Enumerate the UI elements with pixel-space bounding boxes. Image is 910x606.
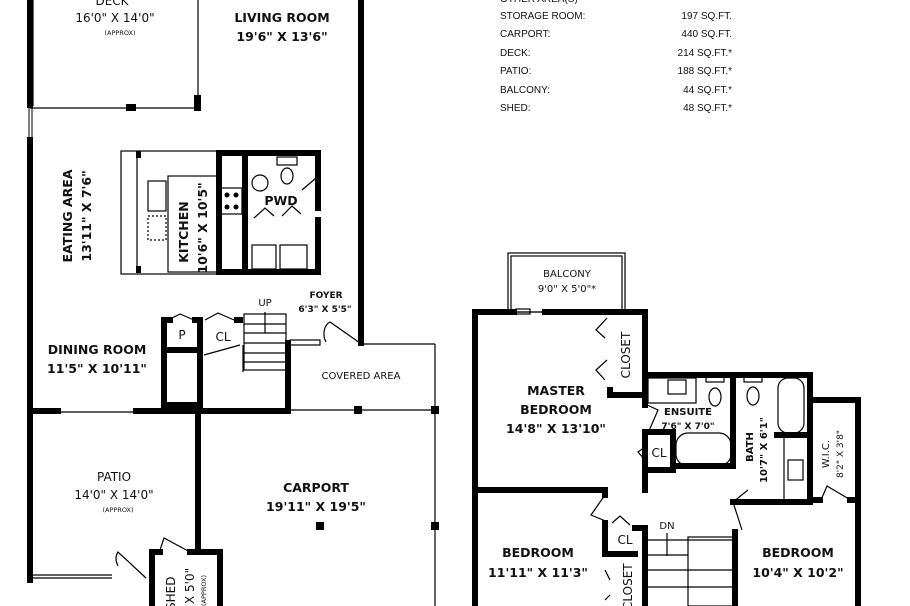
area-row: PATIO:188 SQ.FT.*: [500, 66, 732, 78]
area-row: SHED:48 SQ.FT.*: [500, 102, 732, 114]
deck-size: 16'0" X 14'0": [75, 11, 154, 25]
ensuite-size: 7'6" X 7'0": [661, 422, 714, 432]
living-room-label: LIVING ROOM: [234, 10, 329, 25]
eating-area-label: EATING AREA: [60, 169, 75, 262]
ensuite-closet-label: CL: [651, 446, 666, 460]
deck-note: (APPROX): [104, 29, 135, 37]
bath-label: BATH: [745, 432, 756, 462]
living-room-size: 19'6" X 13'6": [236, 29, 327, 44]
shed-label: SHED: [164, 577, 178, 606]
closet-label: CL: [215, 330, 230, 344]
area-table-header: OTHER AREA(S): [500, 0, 732, 8]
carport-size: 19'11" X 19'5": [266, 499, 366, 514]
area-row: CARPORT:440 SQ.FT.: [500, 29, 732, 41]
bedroom-left-closet-label: CLOSET: [621, 563, 635, 606]
bedroom-right-size: 10'4" X 10'2": [752, 565, 843, 580]
covered-area-label: COVERED AREA: [322, 371, 401, 382]
foyer-label: FOYER: [309, 291, 342, 301]
master-bedroom-label-2: BEDROOM: [520, 402, 592, 417]
balcony-label: BALCONY: [543, 269, 592, 280]
shed-size: X 5'0": [183, 568, 197, 604]
shed-note: (APPROX): [200, 575, 208, 606]
area-row: DECK:214 SQ.FT.*: [500, 47, 732, 59]
pantry-label: P: [178, 328, 185, 342]
area-row: BALCONY:44 SQ.FT.*: [500, 84, 732, 96]
wic-label: W.I.C.: [821, 440, 832, 468]
kitchen-label: KITCHEN: [176, 201, 191, 263]
area-row: STORAGE ROOM:197 SQ.FT.: [500, 11, 732, 22]
upper-floor-walls: [472, 252, 861, 606]
hall-closet-label: CL: [617, 533, 632, 547]
patio-label: PATIO: [97, 470, 131, 484]
main-floor-walls: [27, 0, 439, 606]
dining-room-label: DINING ROOM: [48, 342, 147, 357]
eating-area-size: 13'11" X 7'6": [79, 170, 94, 261]
wic-size: 8'2" X 3'8": [836, 430, 846, 478]
patio-size: 14'0" X 14'0": [74, 488, 153, 502]
pwd-label: PWD: [264, 193, 297, 208]
dining-room-size: 11'5" X 10'11": [47, 361, 147, 376]
kitchen-size: 10'6" X 10'5": [195, 182, 210, 273]
balcony-size: 9'0" X 5'0"*: [538, 284, 596, 295]
master-closet-label: CLOSET: [619, 331, 633, 378]
bedroom-right-label: BEDROOM: [762, 545, 834, 560]
bedroom-left-label: BEDROOM: [502, 545, 574, 560]
carport-label: CARPORT: [283, 480, 349, 495]
foyer-size: 6'3" X 5'5": [298, 305, 351, 315]
bath-size: 10'7" X 6'1": [759, 417, 770, 483]
stairs-up-label: UP: [258, 298, 271, 309]
master-bedroom-size: 14'8" X 13'10": [506, 421, 606, 436]
patio-note: (APPROX): [102, 506, 133, 514]
ensuite-label: ENSUITE: [664, 407, 712, 418]
bedroom-left-size: 11'11" X 11'3": [488, 565, 588, 580]
area-table: OTHER AREA(S) STORAGE ROOM:197 SQ.FT. CA…: [500, 0, 732, 118]
stairs-down-label: DN: [659, 521, 674, 532]
deck-label: DECK: [95, 0, 129, 8]
master-bedroom-label: MASTER: [527, 383, 585, 398]
